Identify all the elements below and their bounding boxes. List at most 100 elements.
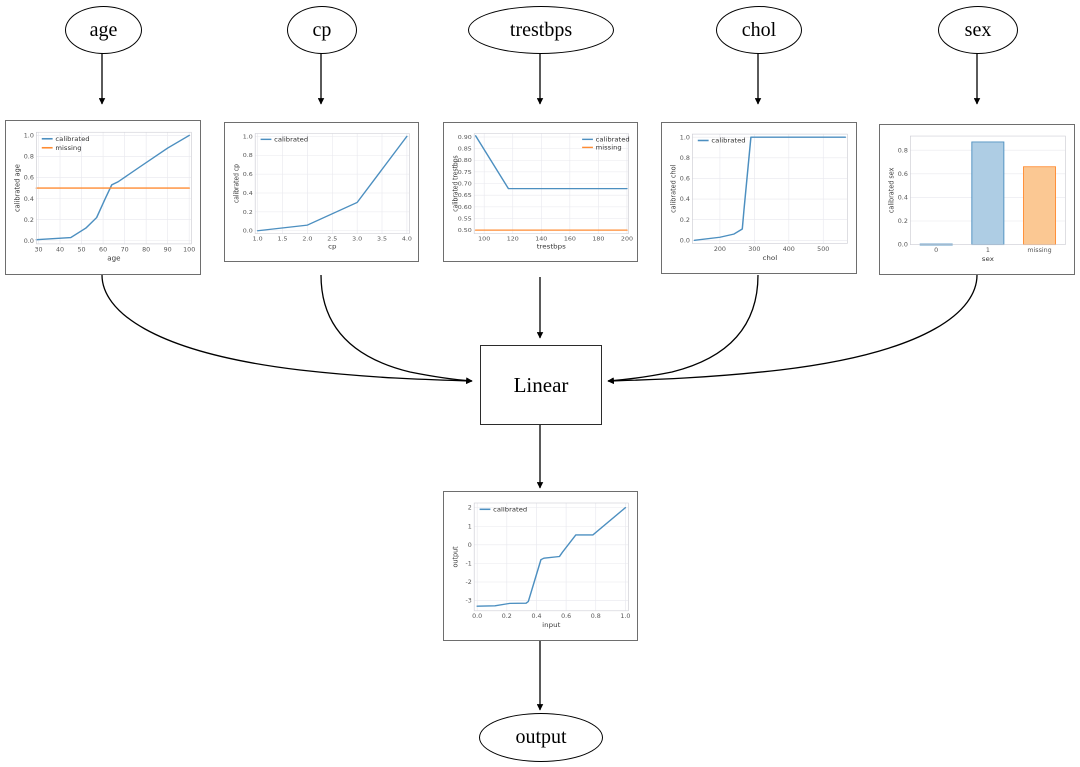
svg-text:0.8: 0.8 (24, 154, 34, 161)
node-trestbps[interactable]: trestbps (468, 6, 614, 54)
svg-text:100: 100 (478, 237, 490, 242)
svg-text:1.0: 1.0 (243, 135, 253, 140)
svg-text:40: 40 (56, 247, 64, 254)
svg-text:0.0: 0.0 (24, 238, 34, 245)
svg-text:50: 50 (78, 247, 86, 254)
node-cp-label: cp (312, 18, 332, 41)
svg-text:0.4: 0.4 (898, 195, 908, 202)
svg-text:-2: -2 (465, 579, 471, 586)
svg-text:0.70: 0.70 (458, 182, 472, 187)
svg-text:missing: missing (55, 144, 81, 152)
node-output-label: output (515, 726, 567, 748)
svg-text:calibrated cp: calibrated cp (232, 164, 241, 203)
node-age[interactable]: age (65, 6, 142, 54)
svg-text:0.80: 0.80 (458, 159, 472, 164)
node-trestbps-label: trestbps (509, 18, 573, 41)
svg-text:60: 60 (99, 247, 107, 254)
svg-text:calibrated: calibrated (711, 137, 745, 145)
node-chol-label: chol (741, 18, 777, 41)
edge-ageplot-to-linear (101, 274, 473, 385)
svg-text:70: 70 (121, 247, 129, 254)
svg-text:sex: sex (982, 255, 994, 263)
svg-text:0.6: 0.6 (561, 613, 571, 620)
node-output[interactable]: output (479, 713, 603, 762)
svg-text:0.6: 0.6 (24, 175, 34, 182)
svg-text:cp: cp (328, 243, 336, 250)
svg-text:0.8: 0.8 (591, 613, 601, 620)
svg-text:0.0: 0.0 (898, 242, 908, 249)
node-linear-label: Linear (513, 372, 569, 397)
svg-text:1.0: 1.0 (24, 133, 34, 140)
svg-text:0.6: 0.6 (898, 171, 908, 178)
svg-text:0: 0 (934, 247, 938, 254)
node-age-label: age (89, 18, 118, 41)
node-sex-label: sex (964, 18, 992, 41)
svg-text:0.0: 0.0 (243, 229, 253, 234)
svg-text:2.5: 2.5 (327, 237, 337, 242)
svg-text:0.6: 0.6 (680, 176, 690, 183)
svg-text:0.2: 0.2 (243, 210, 253, 215)
svg-text:calibrated: calibrated (274, 137, 308, 143)
node-cp[interactable]: cp (287, 6, 357, 54)
svg-text:calibrated age: calibrated age (13, 164, 21, 212)
svg-text:-1: -1 (465, 561, 471, 568)
svg-text:1: 1 (986, 247, 990, 254)
svg-text:300: 300 (748, 246, 760, 253)
edge-sexplot-to-linear (607, 274, 978, 385)
svg-text:4.0: 4.0 (402, 237, 412, 242)
svg-text:1.0: 1.0 (620, 613, 630, 620)
svg-text:180: 180 (592, 237, 604, 242)
svg-text:30: 30 (34, 247, 42, 254)
svg-text:2.0: 2.0 (302, 237, 312, 242)
svg-text:-3: -3 (465, 598, 471, 605)
svg-text:1: 1 (468, 524, 472, 531)
svg-text:calibrated: calibrated (596, 137, 630, 143)
svg-text:chol: chol (762, 254, 777, 262)
svg-text:0.4: 0.4 (24, 196, 34, 203)
svg-text:0.90: 0.90 (458, 135, 472, 140)
svg-text:200: 200 (714, 246, 726, 253)
svg-text:calibrated: calibrated (55, 135, 89, 143)
svg-text:160: 160 (564, 237, 576, 242)
svg-text:500: 500 (817, 246, 829, 253)
svg-text:0.0: 0.0 (472, 613, 482, 620)
svg-text:0.4: 0.4 (680, 196, 690, 203)
svg-text:400: 400 (783, 246, 795, 253)
svg-text:0.8: 0.8 (243, 154, 253, 159)
svg-text:age: age (107, 255, 120, 263)
svg-text:0.0: 0.0 (680, 238, 690, 245)
svg-text:0.2: 0.2 (24, 217, 34, 224)
svg-text:1.0: 1.0 (680, 135, 690, 142)
svg-text:trestbps: trestbps (537, 243, 567, 250)
svg-text:calibrated: calibrated (493, 506, 527, 514)
svg-text:0.2: 0.2 (502, 613, 512, 620)
svg-text:missing: missing (1027, 247, 1052, 254)
edge-cholplot-to-linear (607, 274, 759, 384)
node-chol[interactable]: chol (716, 6, 802, 54)
svg-text:0.4: 0.4 (531, 613, 541, 620)
svg-text:200: 200 (621, 237, 633, 242)
svg-text:0.6: 0.6 (243, 172, 253, 177)
svg-text:0.2: 0.2 (898, 218, 908, 225)
svg-text:calibrated sex: calibrated sex (887, 168, 895, 214)
svg-text:missing: missing (596, 145, 622, 151)
node-sex[interactable]: sex (938, 6, 1018, 54)
svg-text:1.0: 1.0 (253, 237, 263, 242)
svg-text:calibrated chol: calibrated chol (669, 165, 677, 213)
svg-text:0.85: 0.85 (458, 147, 472, 152)
svg-text:0.65: 0.65 (458, 193, 472, 198)
svg-text:100: 100 (183, 247, 195, 254)
edge-cpplot-to-linear (320, 274, 473, 384)
svg-text:140: 140 (535, 237, 547, 242)
svg-text:2: 2 (468, 505, 472, 512)
node-linear[interactable]: Linear (480, 345, 602, 425)
svg-text:120: 120 (507, 237, 519, 242)
svg-text:0.75: 0.75 (458, 170, 472, 175)
